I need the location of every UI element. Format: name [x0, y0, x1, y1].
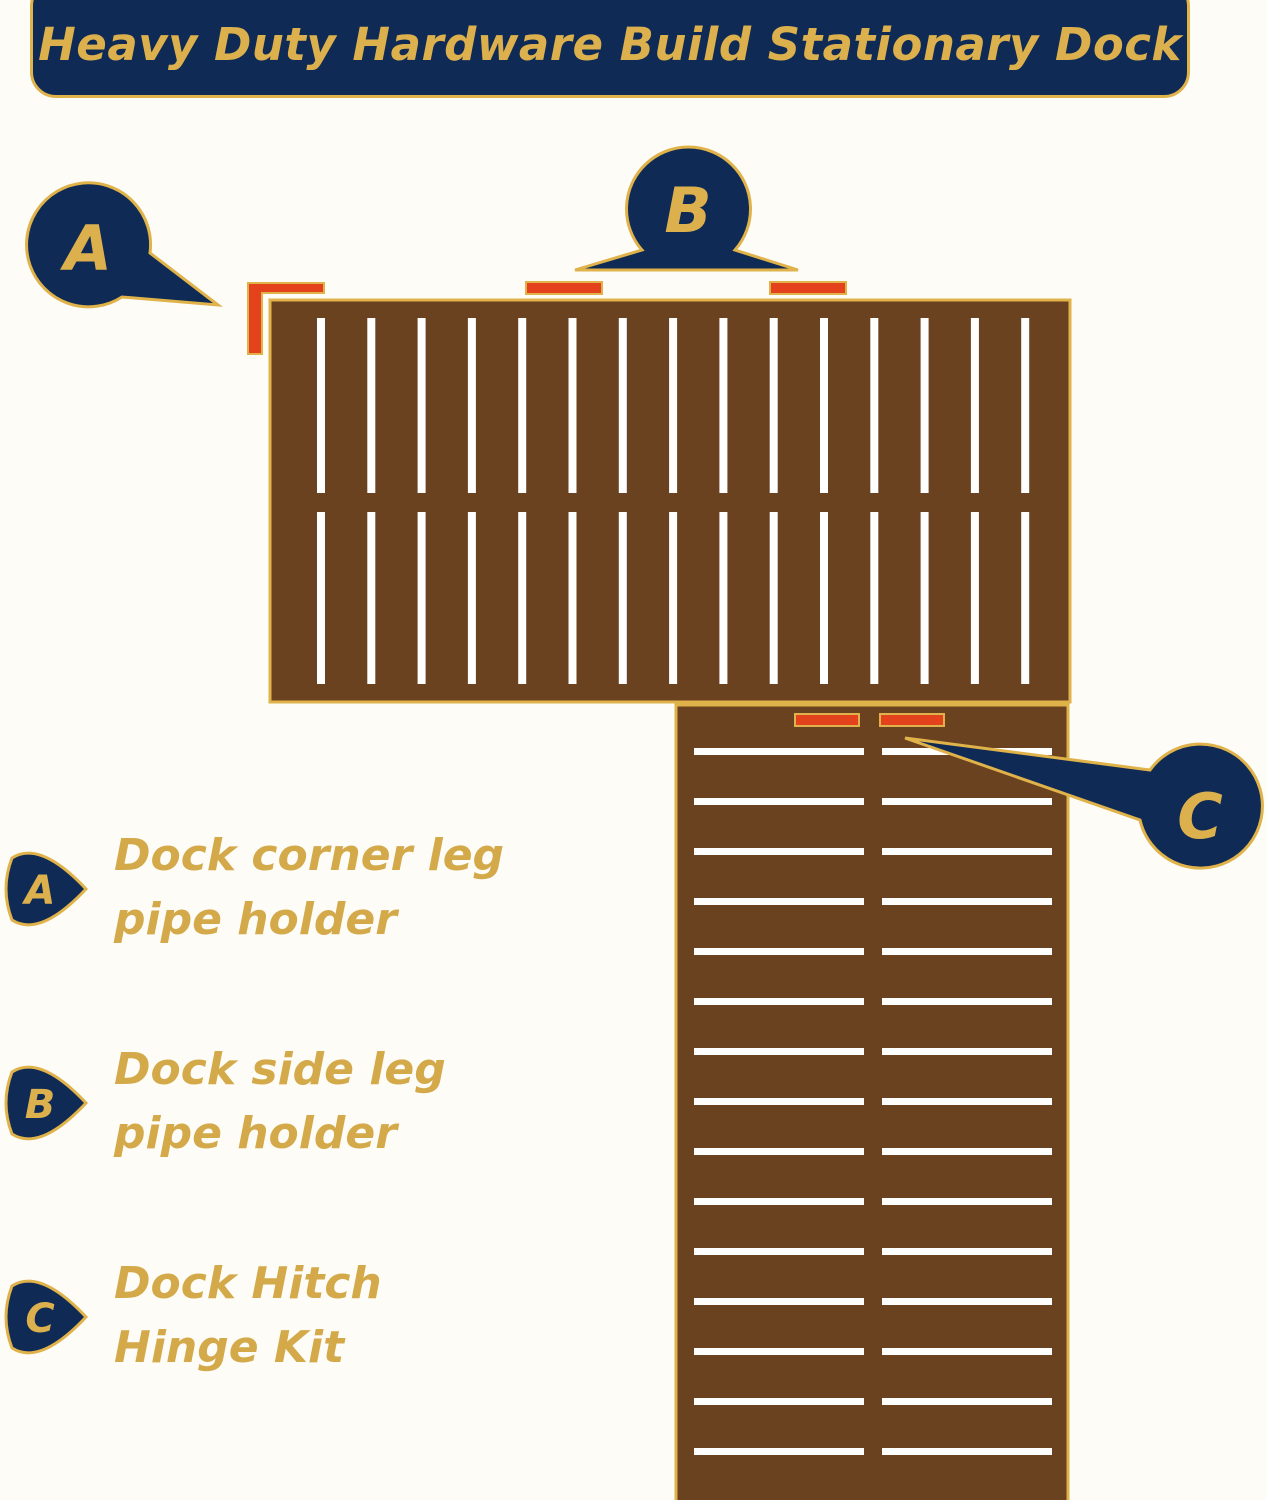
slat-gap — [694, 1398, 864, 1405]
slat-gap — [970, 318, 979, 493]
slat-gap — [518, 318, 527, 493]
slat-gap — [467, 318, 476, 493]
slat-gap — [870, 512, 879, 684]
slat-gap — [1021, 318, 1030, 493]
slat-gap — [719, 512, 728, 684]
slat-gap — [882, 898, 1052, 905]
legend-item-a: Dock corner leg pipe holder — [114, 824, 504, 952]
legend-label-line1: Dock side leg — [114, 1044, 446, 1095]
slat-gap — [882, 848, 1052, 855]
legend-label-line2: Hinge Kit — [114, 1322, 345, 1373]
slat-gap — [882, 998, 1052, 1005]
slat-gap — [694, 1098, 864, 1105]
callout-c: C — [904, 736, 1264, 870]
dock-section-upper — [268, 298, 1072, 704]
slat-gap — [882, 948, 1052, 955]
hardware-markers — [247, 281, 945, 727]
legend-badge-letter: C — [25, 1296, 54, 1342]
slat-gap — [618, 318, 627, 493]
slat-gap — [882, 798, 1052, 805]
slat-gap — [719, 318, 728, 493]
slat-gap — [882, 1148, 1052, 1155]
slat-gap — [669, 512, 678, 684]
legend-badge — [4, 851, 89, 927]
slat-gap — [568, 512, 577, 684]
slat-gap — [882, 1098, 1052, 1105]
slat-gap — [618, 512, 627, 684]
callout-a: A — [25, 181, 223, 309]
slat-gap — [820, 318, 828, 493]
callout-letter: A — [59, 212, 112, 285]
legend-label-line1: Dock Hitch — [114, 1258, 382, 1309]
slat-gap — [694, 1248, 864, 1255]
slat-gap — [882, 1298, 1052, 1305]
slat-gap — [518, 512, 527, 684]
slat-gap — [882, 1198, 1052, 1205]
slat-gap — [317, 512, 325, 684]
slat-gap — [769, 318, 778, 493]
slat-gap — [694, 848, 864, 855]
legend-item-c: Dock Hitch Hinge Kit — [114, 1252, 382, 1380]
slat-gap — [694, 798, 864, 805]
corner-holder-marker — [247, 282, 325, 355]
callout-b: B — [574, 145, 799, 272]
slat-gap — [970, 512, 979, 684]
slat-gap — [694, 1148, 864, 1155]
callout-letter: C — [1177, 780, 1223, 853]
legend-item-b: Dock side leg pipe holder — [114, 1038, 446, 1166]
slat-gap — [417, 512, 426, 684]
callout-letter: B — [664, 174, 711, 247]
legend-label-line1: Dock corner leg — [114, 830, 505, 881]
slat-gap — [367, 512, 376, 684]
hinge-marker — [794, 713, 860, 727]
slat-gap — [694, 748, 864, 755]
slat-gap — [694, 948, 864, 955]
slat-gap — [882, 1048, 1052, 1055]
slat-gap — [882, 1348, 1052, 1355]
side-holder-marker — [769, 281, 847, 295]
slat-gap — [694, 1198, 864, 1205]
side-holder-marker — [525, 281, 603, 295]
slat-gap — [317, 318, 325, 493]
slat-gap — [467, 512, 476, 684]
legend-badge-letter: B — [25, 1082, 56, 1128]
slat-gap — [694, 898, 864, 905]
legend-badge-a: A — [4, 851, 89, 927]
slat-gap — [669, 318, 678, 493]
slat-gap — [568, 318, 577, 493]
slat-gap — [367, 318, 376, 493]
legend-label-line2: pipe holder — [114, 894, 397, 945]
slat-gap — [417, 318, 426, 493]
legend-badge — [4, 1065, 89, 1141]
legend-badge-c: C — [4, 1279, 89, 1355]
slat-gap — [694, 1348, 864, 1355]
slat-gap — [694, 1048, 864, 1055]
slat-gap — [882, 1248, 1052, 1255]
slat-gap — [920, 318, 929, 493]
dock-section-lower — [674, 703, 1070, 1500]
slat-gap — [882, 1448, 1052, 1455]
title-banner — [30, 0, 1190, 98]
hinge-marker — [879, 713, 945, 727]
legend-label-line2: pipe holder — [114, 1108, 397, 1159]
slat-gap — [694, 998, 864, 1005]
slat-gap — [694, 1448, 864, 1455]
slat-gap — [882, 1398, 1052, 1405]
callout-bubble — [25, 181, 223, 309]
slat-gap — [870, 318, 879, 493]
legend-badge — [4, 1279, 89, 1355]
slat-gap — [1021, 512, 1030, 684]
callout-bubble — [904, 736, 1264, 870]
slat-gap — [920, 512, 929, 684]
slat-gap — [769, 512, 778, 684]
slat-gap — [820, 512, 828, 684]
slat-gap — [694, 1298, 864, 1305]
page-title: Heavy Duty Hardware Build Stationary Doc… — [38, 18, 1182, 71]
callout-bubble — [574, 145, 799, 272]
legend-badge-letter: A — [22, 868, 56, 914]
legend-badge-b: B — [4, 1065, 89, 1141]
